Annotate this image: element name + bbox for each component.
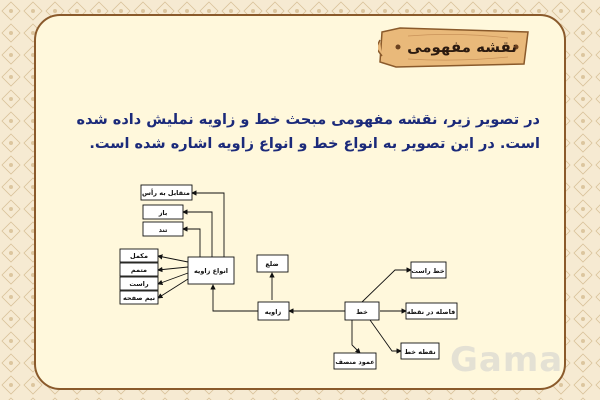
node-point-line-label: نقطه خط [404, 348, 435, 356]
node-straight-line: خط راست [410, 261, 447, 279]
node-vertical: متقابل به رأس [140, 184, 193, 201]
node-side: ضلع [256, 254, 289, 273]
node-acute-label: تند [159, 226, 168, 234]
nail-icon [395, 44, 401, 50]
edge-types-acute [182, 226, 201, 257]
node-line-label: خط [356, 308, 368, 316]
node-angle-types-label: انواع زاویه [194, 267, 228, 275]
edge-types-vertical [191, 190, 225, 257]
nail-icon [513, 44, 519, 50]
edge-line-straight [361, 267, 412, 303]
node-straight-line-label: خط راست [411, 267, 444, 275]
edge-types-obtuse [182, 209, 213, 257]
node-point-line: نقطه خط [400, 342, 440, 360]
title-sign [378, 27, 529, 68]
node-adjacent: متمم [119, 262, 159, 277]
node-point-distance-label: فاصله در نقطه [407, 308, 456, 316]
node-line: خط [344, 301, 380, 321]
edge-types-right [157, 272, 189, 285]
content-card [34, 14, 566, 390]
node-angle-types: انواع زاویه [187, 256, 235, 285]
node-complementary: مکمل [119, 248, 159, 263]
node-obtuse-label: باز [158, 209, 168, 217]
node-side-label: ضلع [265, 260, 278, 268]
edge-line-bisector [351, 320, 361, 354]
node-obtuse: باز [142, 204, 184, 220]
node-half-page-label: نیم صفحه [123, 294, 155, 302]
watermark-logo: Gama [450, 340, 564, 380]
node-half-page: نیم صفحه [119, 290, 159, 305]
node-angle: زاویه [257, 301, 290, 321]
edge-types-half [157, 278, 189, 299]
page-title: نقشه مفهومی [407, 38, 517, 56]
node-bisector: عمود منصف [333, 352, 377, 370]
node-acute: تند [142, 221, 184, 237]
edge-line-point [369, 319, 402, 354]
node-adjacent-label: متمم [131, 266, 147, 274]
node-complementary-label: مکمل [130, 252, 148, 260]
edge-types-complementary [157, 254, 189, 263]
node-angle-label: زاویه [265, 308, 282, 316]
node-right: راست [119, 276, 159, 291]
node-right-label: راست [129, 280, 149, 288]
edge-types-adjacent [157, 266, 189, 273]
node-bisector-label: عمود منصف [335, 358, 374, 366]
edge-angle-types [210, 284, 258, 312]
node-vertical-label: متقابل به رأس [142, 188, 190, 197]
intro-paragraph: در تصویر زیر، نقشه مفهومی مبحث خط و زاوی… [76, 112, 540, 152]
node-point-distance: فاصله در نقطه [405, 302, 458, 320]
